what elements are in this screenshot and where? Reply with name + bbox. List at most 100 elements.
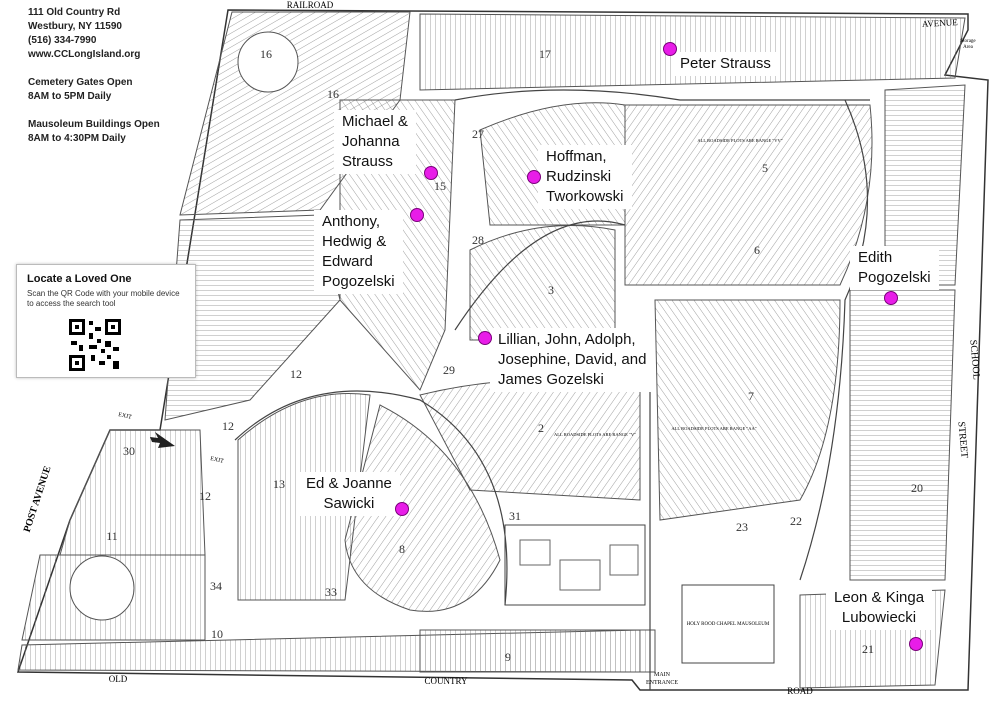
label-line: Johanna <box>342 133 400 150</box>
section-5-plots <box>624 104 873 286</box>
marker-ed-joanne-sawicki[interactable] <box>395 502 409 516</box>
street-school: SCHOOL <box>967 339 981 380</box>
note-roadside-aa: ALL ROADSIDE PLOTS ARE RANGE "AA" <box>671 426 756 431</box>
building-a <box>519 539 551 566</box>
label-line: Anthony, <box>322 213 381 230</box>
exit-arrow-icon <box>150 432 175 448</box>
marker-leon-kinga-lubowiecki[interactable] <box>909 637 923 651</box>
note-roadside-v: ALL ROADSIDE PLOTS ARE RANGE "V" <box>554 432 636 437</box>
section-number: 23 <box>736 520 748 534</box>
chapel-label: HOLY ROOD CHAPEL MAUSOLEUM <box>687 622 770 627</box>
label-peter-strauss: Peter Strauss <box>672 52 779 76</box>
section-number: 2 <box>538 421 544 435</box>
label-line: Hoffman, <box>546 148 607 165</box>
label-edith-pogozelski: Edith Pogozelski <box>850 246 939 290</box>
section-number: 12 <box>290 367 302 381</box>
street-road: ROAD <box>787 686 813 696</box>
gates-hours: 8AM to 5PM Daily <box>28 91 112 102</box>
locate-text: Scan the QR Code with your mobile device… <box>27 289 180 308</box>
marker-edith-pogozelski[interactable] <box>884 291 898 305</box>
marker-gozelski-family[interactable] <box>478 331 492 345</box>
section-16-circle <box>237 31 299 93</box>
section-number: 20 <box>911 481 923 495</box>
entrance-label: ENTRANCE <box>646 680 678 686</box>
label-line: James Gozelski <box>498 371 604 388</box>
locate-loved-one-panel: Locate a Loved One Scan the QR Code with… <box>16 264 196 378</box>
building-b <box>559 559 601 591</box>
label-line: Hedwig & <box>322 233 387 250</box>
section-number: 34 <box>210 579 222 593</box>
phone: (516) 334-7990 <box>28 35 97 46</box>
mausoleum-title: Mausoleum Buildings Open <box>28 119 160 130</box>
street-old: OLD <box>109 674 128 684</box>
section-number: 13 <box>273 477 285 491</box>
section-number: 16 <box>327 87 339 101</box>
section-number: 21 <box>862 642 874 656</box>
marker-peter-strauss[interactable] <box>663 42 677 56</box>
mausoleum-hours: 8AM to 4:30PM Daily <box>28 133 126 144</box>
qr-code-icon[interactable] <box>67 317 123 373</box>
label-line: Edith <box>858 249 893 266</box>
section-number: 3 <box>548 283 554 297</box>
inner-road-east <box>799 99 869 581</box>
roundabout <box>69 555 135 621</box>
section-number: 16 <box>260 47 272 61</box>
section-number: 27 <box>472 127 484 141</box>
section-8-plots <box>344 404 501 612</box>
label-line: Josephine, David, and <box>498 351 647 368</box>
section-number: 28 <box>472 233 484 247</box>
section-20-plots <box>849 289 956 581</box>
section-number: 30 <box>123 444 135 458</box>
main-label: MAIN <box>654 672 671 678</box>
label-line: Peter Strauss <box>680 55 771 72</box>
note-roadside-vv: ALL ROADSIDE PLOTS ARE RANGE "VV" <box>697 138 782 143</box>
section-9-plots <box>419 629 656 673</box>
section-3-plots <box>469 225 616 341</box>
section-number: 12 <box>222 419 234 433</box>
section-number: 17 <box>539 47 551 61</box>
label-line: Pogozelski <box>322 273 395 290</box>
inner-road-center <box>454 220 626 331</box>
address: 111 Old Country Rd <box>28 7 121 18</box>
label-line: Sawicki <box>323 495 375 512</box>
section-12-plots <box>164 214 341 421</box>
label-hoffman-rudzinski-tworkowski: Hoffman, Rudzinski Tworkowski <box>538 145 632 209</box>
section-number: 9 <box>505 650 511 664</box>
section-20-upper-plots <box>884 84 966 286</box>
street-country: COUNTRY <box>424 676 468 686</box>
locate-title: Locate a Loved One <box>27 273 132 285</box>
section-30-plots <box>59 429 206 556</box>
marker-hoffman-rudzinski-tworkowski[interactable] <box>527 170 541 184</box>
street-railroad: RAILROAD <box>287 0 334 10</box>
section-number: 11 <box>106 529 118 543</box>
label-gozelski-family: Lillian, John, Adolph, Josephine, David,… <box>490 328 655 392</box>
section-number: 5 <box>762 161 768 175</box>
section-number: 33 <box>325 585 337 599</box>
label-michael-johanna-strauss: Michael & Johanna Strauss <box>334 110 416 174</box>
website[interactable]: www.CCLongIsland.org <box>28 49 141 60</box>
cemetery-info: 111 Old Country Rd Westbury, NY 11590 (5… <box>28 6 238 146</box>
label-leon-kinga-lubowiecki: Leon & Kinga Lubowiecki <box>826 586 933 630</box>
label-line: Rudzinski <box>546 168 612 185</box>
building-c <box>609 544 639 576</box>
section-7-plots <box>654 299 841 521</box>
label-line: Lillian, John, Adolph, <box>498 331 636 348</box>
section-number: 31 <box>509 509 521 523</box>
street-post-avenue: POST AVENUE <box>22 464 54 533</box>
section-number: 8 <box>399 542 405 556</box>
section-number: 12 <box>199 489 211 503</box>
section-number: 10 <box>211 627 223 641</box>
label-line: Michael & <box>342 113 408 130</box>
label-anthony-hedwig-edward-pogozelski: Anthony, Hedwig & Edward Pogozelski <box>314 210 403 294</box>
label-line: Strauss <box>342 153 393 170</box>
section-number: 6 <box>754 243 760 257</box>
inner-road-north <box>454 89 870 101</box>
marker-michael-johanna-strauss[interactable] <box>424 166 438 180</box>
gates-title: Cemetery Gates Open <box>28 77 133 88</box>
label-line: Lubowiecki <box>841 609 917 626</box>
marker-anthony-hedwig-edward-pogozelski[interactable] <box>410 208 424 222</box>
label-line: Ed & Joanne <box>306 475 392 492</box>
section-number: 29 <box>443 363 455 377</box>
label-line: Pogozelski <box>858 269 931 286</box>
